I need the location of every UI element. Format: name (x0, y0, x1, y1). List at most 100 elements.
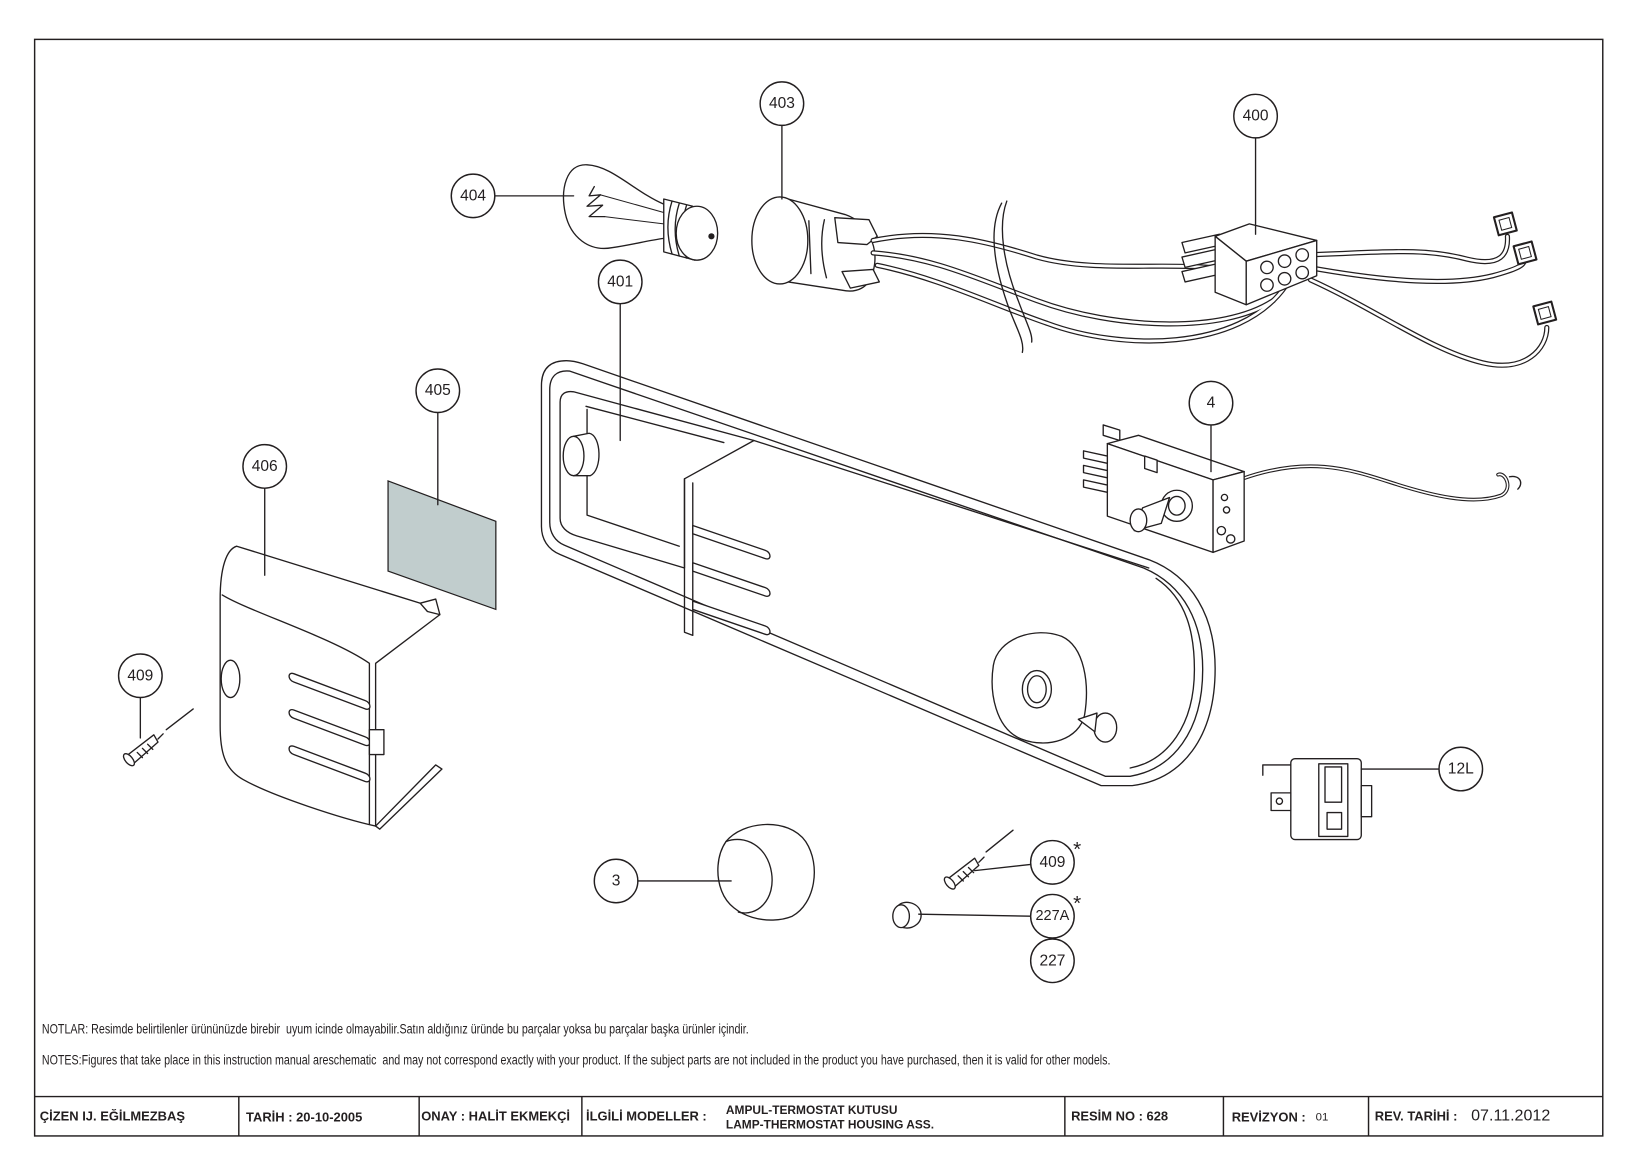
callout-ring (1029, 839, 1075, 885)
cover-top-edge (221, 594, 371, 825)
notes-english: NOTES:Figures that take place in this in… (42, 1052, 1111, 1067)
knob-shaft-hole-inner (1026, 675, 1047, 704)
socket-ribs (808, 219, 828, 279)
connector-socket-hole (1295, 265, 1310, 280)
revision-date-label: REV. TARİHİ : (1375, 1108, 1458, 1123)
callout-403: 403 (759, 81, 805, 127)
knob-outline (717, 823, 815, 921)
knob-face-edge (725, 838, 773, 914)
revision-date: 07.11.2012 (1471, 1106, 1550, 1124)
cable-core (871, 251, 1275, 326)
lamp-glass (387, 480, 497, 611)
door-switch (1262, 758, 1373, 841)
screw-axis (165, 708, 194, 731)
drawing-date: TARİH : 20-10-2005 (246, 1109, 362, 1124)
cover-slot (288, 708, 371, 747)
switch-window (1326, 811, 1343, 830)
screw-axis (985, 829, 1014, 853)
callout-227: 227 (1029, 938, 1075, 984)
callout-number: 409 (127, 667, 153, 684)
thermostat-top-tab (1102, 424, 1121, 442)
thermostat-knob (717, 823, 815, 921)
bulb-filament (586, 185, 606, 218)
screw-thread (957, 856, 985, 882)
drawing-number: RESİM NO : 628 (1071, 1108, 1168, 1123)
switch-connector (1360, 784, 1373, 818)
switch-tab-hole (1275, 797, 1284, 805)
indicator-hole (1093, 712, 1118, 743)
title-block: ÇİZEN IJ. EĞİLMEZBAŞ TARİH : 20-10-2005 … (34, 1095, 1603, 1136)
part-name-english: LAMP-THERMOSTAT HOUSING ASS. (726, 1118, 934, 1132)
cable-core (1307, 259, 1526, 283)
connector-socket-hole (1277, 271, 1292, 286)
indicator-arrow (1077, 712, 1098, 733)
callout-number: 227A (1035, 908, 1069, 924)
screw-right (943, 829, 1014, 890)
callout-ring (415, 368, 461, 414)
callout-400: 400 (1233, 93, 1279, 139)
harness-connector (1181, 223, 1318, 306)
thermostat-terminal (1082, 479, 1109, 493)
cover-outline (219, 545, 441, 827)
related-models-label: İLGİLİ MODELLER : (586, 1108, 707, 1123)
housing-rim (549, 370, 1204, 777)
callout-ring (1188, 380, 1234, 426)
bulb-glass (562, 164, 665, 250)
callout-number: 403 (769, 95, 795, 112)
revision-number: 01 (1316, 1111, 1329, 1123)
callout-ring (242, 443, 288, 489)
plug-227a (892, 901, 922, 929)
capillary-tube-core (1241, 465, 1509, 501)
cover-oval-hole (220, 659, 241, 699)
vent-slot (692, 524, 771, 560)
bulb-base-end (675, 205, 719, 261)
wire-terminal (1512, 240, 1538, 266)
leader-line-409-right (974, 863, 1032, 872)
screw-left (122, 708, 194, 767)
thermostat-knob-boss-inner (1167, 495, 1186, 516)
cover-slot (288, 745, 371, 783)
cable (1305, 258, 1527, 285)
leader-lines (139, 124, 1440, 917)
callout-401: 401 (597, 259, 643, 305)
screw-head (943, 876, 956, 890)
callout-4: 4 (1188, 380, 1234, 426)
callout-number: 4 (1207, 395, 1216, 412)
callout-ring (1029, 893, 1075, 939)
wire-harness (870, 200, 1558, 368)
callout-number: 409 (1039, 854, 1065, 871)
lamp-cover (219, 545, 443, 830)
lamp-thermostat-housing (540, 360, 1216, 787)
thermostat-hole (1220, 493, 1229, 502)
part-name-turkish: AMPUL-TERMOSTAT KUTUSU (726, 1103, 898, 1117)
callout-ring (1438, 746, 1484, 792)
thermostat-hole (1225, 534, 1236, 544)
cover-bottom-lip (374, 764, 443, 830)
wire-terminal (1492, 211, 1518, 237)
cable-core (1309, 278, 1549, 367)
bulb-contact (708, 233, 715, 240)
switch-bracket (1262, 764, 1292, 776)
socket-rim (751, 196, 809, 285)
thermostat-terminal (1082, 450, 1109, 464)
optional-part-marker: * (1073, 838, 1081, 861)
thermostat-detail (1143, 455, 1158, 474)
callout-number: 3 (612, 872, 621, 889)
raised-block-edge (683, 439, 1150, 637)
connector-socket-hole (1295, 248, 1310, 262)
callout-ring (1233, 93, 1279, 139)
switch-frame (1318, 763, 1349, 838)
socket-clip-bottom (841, 268, 881, 289)
callout-number: 404 (460, 187, 486, 204)
connector-socket-hole (1277, 254, 1292, 269)
thermostat-hole (1216, 525, 1227, 536)
drawing-frame (33, 38, 1604, 1137)
drawn-by: ÇİZEN IJ. EĞİLMEZBAŞ (40, 1108, 186, 1123)
optional-part-marker: * (1073, 892, 1081, 915)
callout-ring (117, 653, 163, 699)
thermostat (1082, 424, 1522, 554)
callout-ring (597, 259, 643, 305)
callout-ring (593, 858, 639, 904)
leader-line-227a (918, 913, 1032, 917)
callout-ring (450, 173, 496, 219)
